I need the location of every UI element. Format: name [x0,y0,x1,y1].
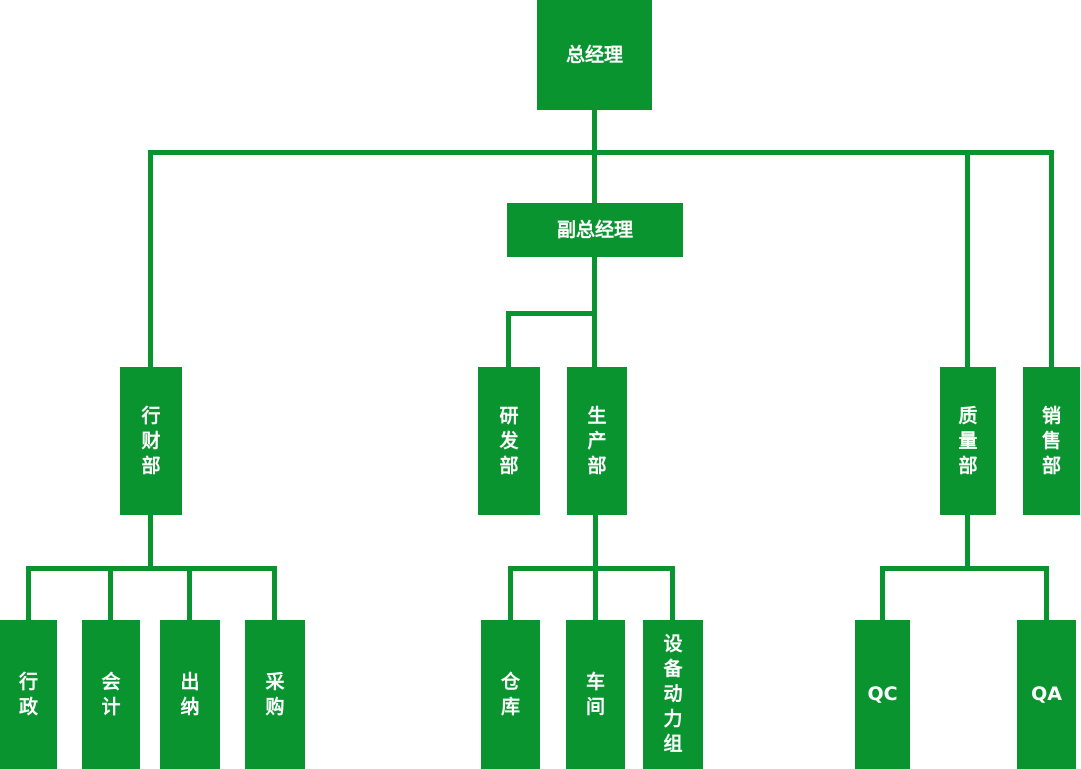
node-label: QC [867,683,898,706]
node-label: 仓库 [500,670,520,718]
connector-dgm-branch [506,311,597,316]
node-accounting[interactable]: 会计 [82,620,140,769]
connector-branch-to-rd [506,311,511,367]
node-workshop[interactable]: 车间 [566,620,625,769]
connector-drop-admin [26,566,31,620]
node-purchasing[interactable]: 采购 [245,620,305,769]
node-qa[interactable]: QA [1017,620,1076,769]
node-cashier[interactable]: 出纳 [160,620,220,769]
connector-trunk [148,150,1054,155]
connector-admin-finance-riser [148,515,153,571]
connector-trunk-to-admin-finance [148,150,153,367]
connector-drop-qa [1044,566,1049,620]
connector-drop-equipment-power [670,566,675,620]
connector-admin-finance-subtrunk [26,566,277,571]
connector-drop-qc [880,566,885,620]
node-admin-finance-dept[interactable]: 行财部 [120,367,182,515]
node-label: QA [1031,683,1062,706]
connector-drop-purchasing [272,566,277,620]
node-label: 行政 [18,670,38,718]
node-label: 车间 [585,670,605,718]
node-label: 生产部 [587,404,607,477]
node-label: 行财部 [141,404,161,477]
node-production-dept[interactable]: 生产部 [567,367,627,515]
node-quality-dept[interactable]: 质量部 [940,367,996,515]
node-rd-dept[interactable]: 研发部 [478,367,540,515]
node-qc[interactable]: QC [855,620,910,769]
node-label: 质量部 [958,404,978,477]
node-label: 会计 [101,670,121,718]
node-label: 出纳 [180,670,200,718]
node-label: 研发部 [499,404,519,477]
connector-trunk-to-quality [965,150,970,367]
connector-quality-subtrunk [880,566,1049,571]
node-equipment-power-group[interactable]: 设备动力组 [643,620,703,769]
node-label: 副总经理 [556,218,633,241]
node-label: 设备动力组 [663,633,683,755]
node-warehouse[interactable]: 仓库 [481,620,540,769]
node-deputy-general-manager[interactable]: 副总经理 [507,203,683,257]
node-general-manager[interactable]: 总经理 [537,0,652,110]
node-admin[interactable]: 行政 [0,620,57,769]
connector-gm-to-trunk [592,110,597,203]
connector-production-subtrunk [508,566,675,571]
connector-quality-riser [965,515,970,571]
node-label: 销售部 [1041,404,1061,477]
connector-drop-warehouse [508,566,513,620]
connector-trunk-to-sales [1049,150,1054,367]
connector-drop-cashier [187,566,192,620]
node-label: 采购 [265,670,285,718]
connector-drop-accounting [108,566,113,620]
node-label: 总经理 [565,43,623,66]
node-sales-dept[interactable]: 销售部 [1023,367,1080,515]
